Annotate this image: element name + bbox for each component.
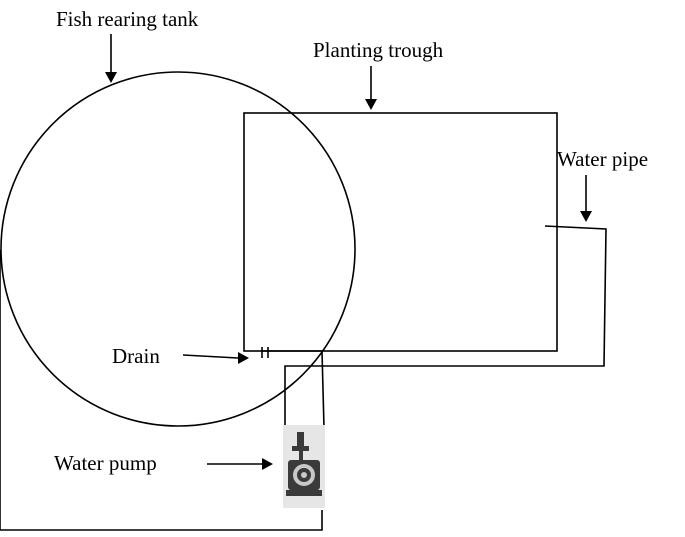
fish-rearing-tank	[0, 71, 356, 427]
label-planting-trough: Planting trough	[313, 38, 444, 62]
label-water-pump: Water pump	[54, 451, 157, 475]
water-pump-icon	[283, 425, 325, 508]
arrowhead-water-pipe	[580, 211, 592, 222]
water-pipe	[284, 225, 607, 428]
planting-trough	[243, 112, 558, 352]
arrow-drain	[182, 354, 239, 359]
arrowhead-fish-tank	[105, 72, 117, 83]
label-drain: Drain	[112, 344, 160, 368]
label-fish-rearing-tank: Fish rearing tank	[56, 7, 199, 31]
arrowhead-planting-trough	[365, 99, 377, 110]
arrowhead-water-pump	[262, 458, 273, 470]
drain-pipe	[262, 350, 325, 429]
arrowhead-drain	[238, 352, 249, 364]
label-water-pipe: Water pipe	[557, 147, 648, 171]
return-pipe	[0, 250, 323, 531]
